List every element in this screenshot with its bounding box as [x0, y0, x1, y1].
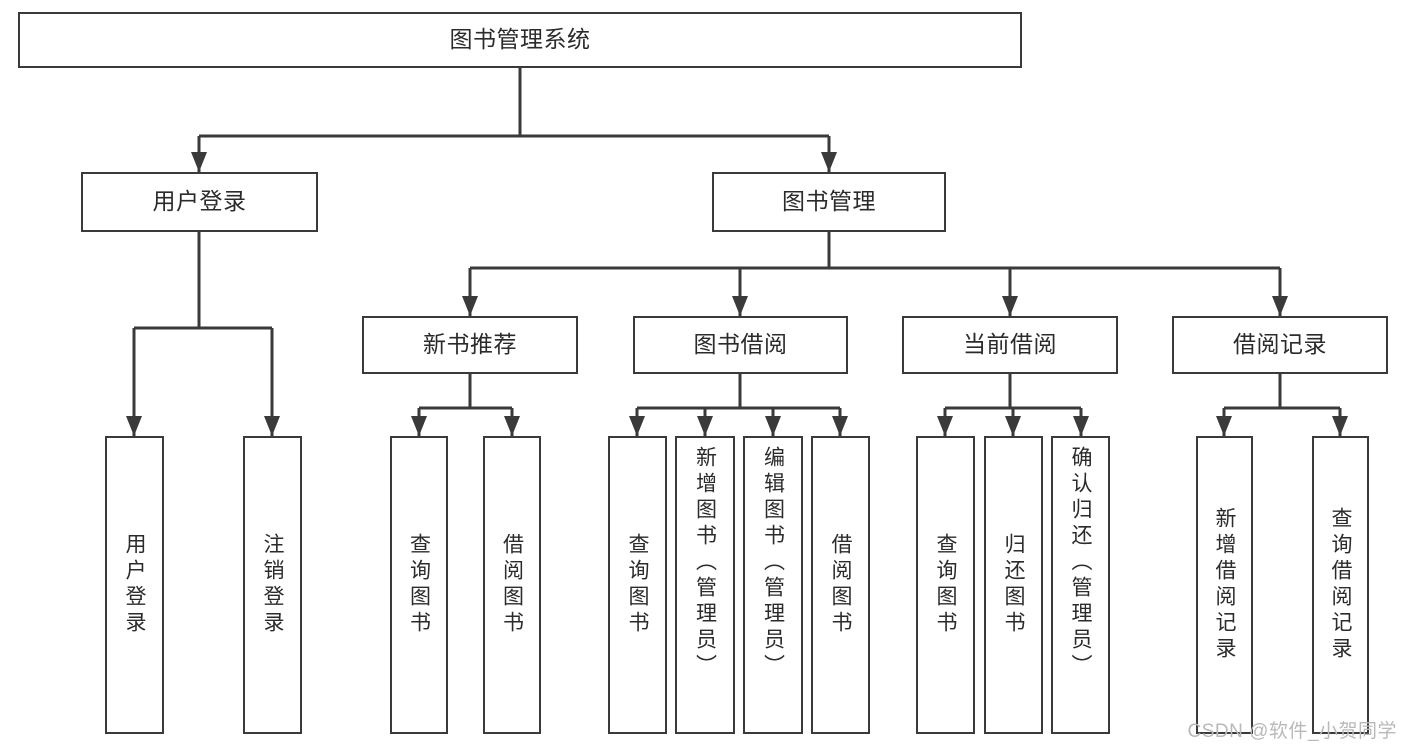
- node-box-leaf-user-login[interactable]: 用户登录: [105, 436, 164, 734]
- node-label-leaf-query-book-1: 查询图书: [407, 533, 431, 637]
- user-login-to-leaves-arrowhead-1: [264, 416, 280, 436]
- node-label-leaf-add-book: 新增图书（管理员）: [693, 446, 717, 680]
- node-label-leaf-edit-book: 编辑图书（管理员）: [761, 446, 785, 680]
- node-label-borrow-record: 借阅记录: [1233, 331, 1327, 358]
- new-book-recommend-to-leaves-arrowhead-1: [504, 416, 520, 436]
- node-box-leaf-add-book[interactable]: 新增图书（管理员）: [675, 436, 735, 734]
- node-box-borrow-record[interactable]: 借阅记录: [1172, 316, 1388, 374]
- node-box-user-login[interactable]: 用户登录: [81, 172, 318, 232]
- node-box-book-manage[interactable]: 图书管理: [712, 172, 946, 232]
- bookmanage-to-level3-arrowhead-1: [732, 296, 748, 316]
- node-label-new-book-recommend: 新书推荐: [423, 331, 517, 358]
- user-login-to-leaves-arrowhead-0: [126, 416, 142, 436]
- new-book-recommend-to-leaves-arrowhead-0: [411, 416, 427, 436]
- book-borrow-to-leaves-arrowhead-2: [765, 416, 781, 436]
- node-box-book-borrow[interactable]: 图书借阅: [633, 316, 848, 374]
- node-label-leaf-query-record: 查询借阅记录: [1329, 507, 1352, 663]
- node-label-leaf-query-book-2: 查询图书: [626, 533, 649, 637]
- node-box-leaf-logout[interactable]: 注销登录: [243, 436, 302, 734]
- node-label-book-borrow: 图书借阅: [693, 331, 788, 358]
- node-box-new-book-recommend[interactable]: 新书推荐: [362, 316, 578, 374]
- book-borrow-to-leaves-arrowhead-3: [832, 416, 848, 436]
- book-borrow-to-leaves-arrowhead-0: [629, 416, 645, 436]
- borrow-record-to-leaves-arrowhead-1: [1332, 416, 1348, 436]
- node-label-book-manage: 图书管理: [782, 188, 876, 215]
- node-box-leaf-query-book-2[interactable]: 查询图书: [608, 436, 667, 734]
- node-box-leaf-query-book-1[interactable]: 查询图书: [390, 436, 448, 734]
- node-label-root: 图书管理系统: [449, 26, 591, 53]
- node-box-leaf-query-book-3[interactable]: 查询图书: [916, 436, 975, 734]
- node-box-leaf-borrow-book-2[interactable]: 借阅图书: [811, 436, 870, 734]
- current-borrow-to-leaves-arrowhead-1: [1005, 416, 1021, 436]
- node-label-leaf-query-book-3: 查询图书: [934, 533, 957, 637]
- node-box-leaf-query-record[interactable]: 查询借阅记录: [1312, 436, 1369, 734]
- node-box-current-borrow[interactable]: 当前借阅: [902, 316, 1118, 374]
- borrow-record-to-leaves-arrowhead-0: [1216, 416, 1232, 436]
- node-box-leaf-confirm-return[interactable]: 确认归还（管理员）: [1051, 436, 1110, 734]
- current-borrow-to-leaves-arrowhead-2: [1073, 416, 1089, 436]
- current-borrow-to-leaves-arrowhead-0: [937, 416, 953, 436]
- node-label-leaf-add-record: 新增借阅记录: [1213, 507, 1236, 663]
- node-label-current-borrow: 当前借阅: [963, 331, 1057, 358]
- bookmanage-to-level3-arrowhead-2: [1002, 296, 1018, 316]
- node-box-root[interactable]: 图书管理系统: [18, 12, 1022, 68]
- node-label-user-login: 用户登录: [152, 188, 247, 215]
- bookmanage-to-level3-arrowhead-3: [1272, 296, 1288, 316]
- watermark-text: CSDN @软件_小贺同学: [1187, 721, 1397, 742]
- node-box-leaf-borrow-book-1[interactable]: 借阅图书: [483, 436, 541, 734]
- node-label-leaf-borrow-book-2: 借阅图书: [829, 533, 852, 637]
- node-box-leaf-add-record[interactable]: 新增借阅记录: [1196, 436, 1253, 734]
- node-label-leaf-confirm-return: 确认归还（管理员）: [1069, 446, 1092, 680]
- root-to-level2-arrowhead-0: [191, 152, 207, 172]
- bookmanage-to-level3-arrowhead-0: [462, 296, 478, 316]
- book-borrow-to-leaves-arrowhead-1: [697, 416, 713, 436]
- root-to-level2-arrowhead-1: [821, 152, 837, 172]
- node-label-leaf-user-login: 用户登录: [123, 533, 146, 637]
- node-label-leaf-return-book: 归还图书: [1002, 533, 1025, 637]
- node-box-leaf-return-book[interactable]: 归还图书: [984, 436, 1043, 734]
- node-label-leaf-borrow-book-1: 借阅图书: [500, 533, 524, 637]
- node-label-leaf-logout: 注销登录: [261, 533, 284, 637]
- node-box-leaf-edit-book[interactable]: 编辑图书（管理员）: [743, 436, 803, 734]
